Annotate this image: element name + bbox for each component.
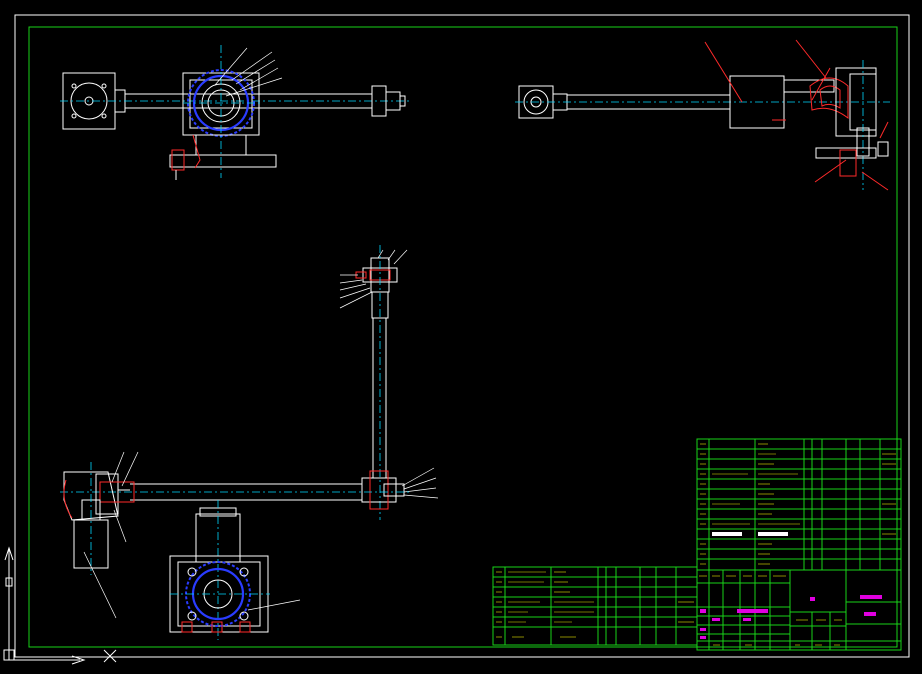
front-view-arm-and-base [60, 245, 439, 640]
parts-list-upper [696, 438, 902, 571]
parts-list-lower [492, 566, 698, 646]
ucs-icon [3, 546, 117, 665]
side-view-arm [515, 39, 890, 191]
title-block [696, 569, 902, 651]
inner-drawing-frame [28, 26, 898, 648]
top-view-arm [60, 45, 410, 180]
outer-sheet-border [14, 14, 910, 658]
